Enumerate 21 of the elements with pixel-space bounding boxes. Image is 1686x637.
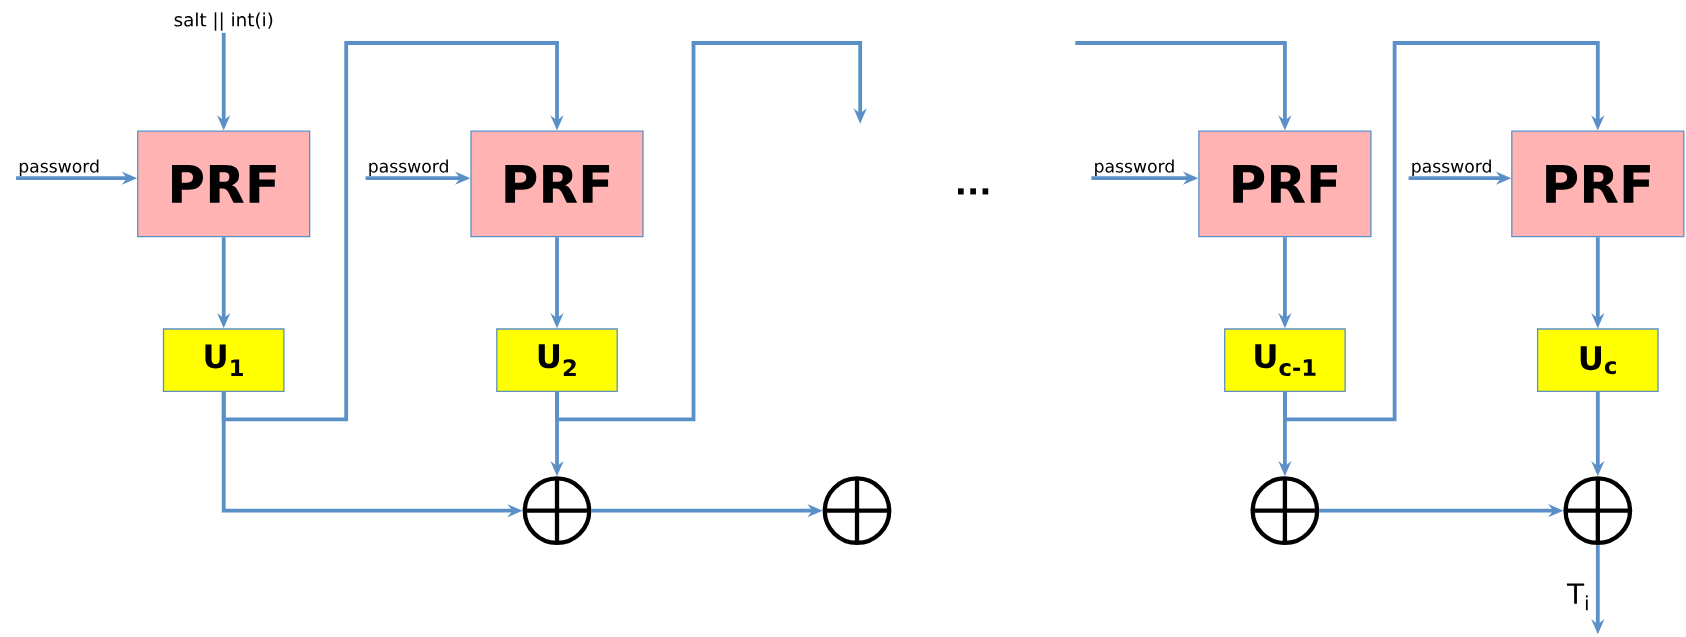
prf-box: PRF bbox=[470, 130, 644, 238]
input-label: password bbox=[1095, 159, 1174, 177]
prf-box: PRF bbox=[137, 130, 311, 238]
prf-box: PRF bbox=[1511, 130, 1685, 238]
output-box: U$_{2}$ bbox=[496, 328, 618, 393]
xor-symbol bbox=[1250, 476, 1320, 546]
edge-label: T$_{i}$ bbox=[1566, 582, 1592, 612]
arrow bbox=[1283, 41, 1605, 422]
arrow bbox=[555, 41, 867, 422]
ellipsis: ... bbox=[958, 188, 989, 195]
xor-symbol bbox=[1563, 476, 1633, 546]
input-label: password bbox=[369, 159, 448, 177]
input-label: salt || int(i) bbox=[174, 12, 273, 31]
output-box: U$_{1}$ bbox=[162, 328, 285, 393]
prf-box: PRF bbox=[1198, 130, 1372, 238]
xor-symbol bbox=[822, 476, 892, 546]
input-label: password bbox=[19, 159, 99, 177]
xor-symbol bbox=[522, 476, 592, 546]
output-box: U$_{c-1}$ bbox=[1224, 328, 1346, 393]
output-box: U$_{c}$ bbox=[1536, 328, 1659, 393]
input-label: password bbox=[1412, 159, 1491, 177]
